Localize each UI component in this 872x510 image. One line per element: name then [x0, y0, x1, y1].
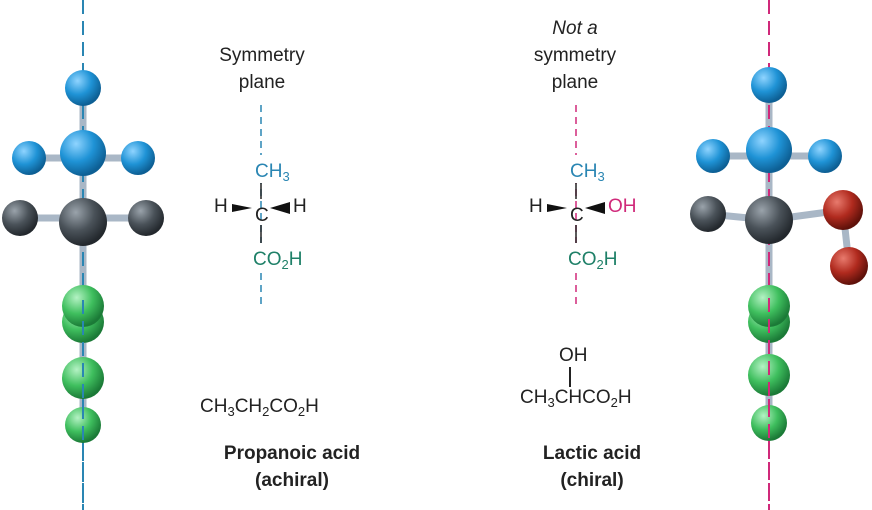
propanoic-acid-model: [2, 0, 164, 510]
wedge-bond: [270, 202, 290, 214]
propanoic-acid-structure: CH3 H C H CO2H: [214, 105, 307, 305]
lactic-acid-name: Lactic acid (chiral): [542, 443, 642, 491]
propanoic-acid-formula: CH3CH2CO2H: [200, 396, 319, 419]
hydrogen-right: H: [293, 196, 307, 217]
hydrogen-atom: [690, 196, 726, 232]
hydrogen-atom: [2, 200, 38, 236]
hydroxyl-group: OH: [608, 196, 637, 217]
carboxyl-group: CO2H: [568, 249, 617, 272]
carboxyl-atom: [65, 407, 101, 443]
lactic-acid-model: [690, 0, 868, 510]
central-carbon-atom: [59, 198, 107, 246]
hydrogen-atom: [65, 70, 101, 106]
hydrogen-left: H: [214, 196, 228, 217]
central-carbon: C: [570, 205, 584, 226]
propanoic-acid-name: Propanoic acid (achiral): [223, 443, 361, 491]
hydroxyl-hydrogen-atom: [830, 247, 868, 285]
hydrogen-atom: [12, 141, 46, 175]
hydrogen-atom: [128, 200, 164, 236]
symmetry-plane-label: Symmetry plane: [219, 45, 305, 93]
carboxyl-group: CO2H: [253, 249, 302, 272]
wedge-bond: [232, 204, 252, 212]
wedge-bond: [547, 204, 567, 212]
wedge-bond: [585, 202, 605, 214]
hydrogen-atom: [121, 141, 155, 175]
hydroxyl-bond: [569, 367, 571, 387]
methyl-group: CH3: [570, 161, 605, 184]
oxygen-atom: [823, 190, 863, 230]
methyl-carbon-atom: [60, 130, 106, 176]
hydrogen-atom: [751, 67, 787, 103]
central-carbon-atom: [745, 196, 793, 244]
central-carbon: C: [255, 205, 269, 226]
methyl-group: CH3: [255, 161, 290, 184]
methyl-carbon-atom: [746, 127, 792, 173]
not-symmetry-plane-label: Not a symmetry plane: [533, 18, 617, 93]
hydrogen-atom: [696, 139, 730, 173]
lactic-acid-structure: CH3 H C OH CO2H: [529, 105, 637, 305]
hydrogen-atom: [808, 139, 842, 173]
lactic-acid-formula: OH CH3CHCO2H: [520, 345, 700, 409]
hydroxyl-substituent: OH: [559, 345, 588, 366]
carboxyl-atom: [62, 357, 104, 399]
hydrogen-left: H: [529, 196, 543, 217]
carboxyl-atom: [751, 405, 787, 441]
